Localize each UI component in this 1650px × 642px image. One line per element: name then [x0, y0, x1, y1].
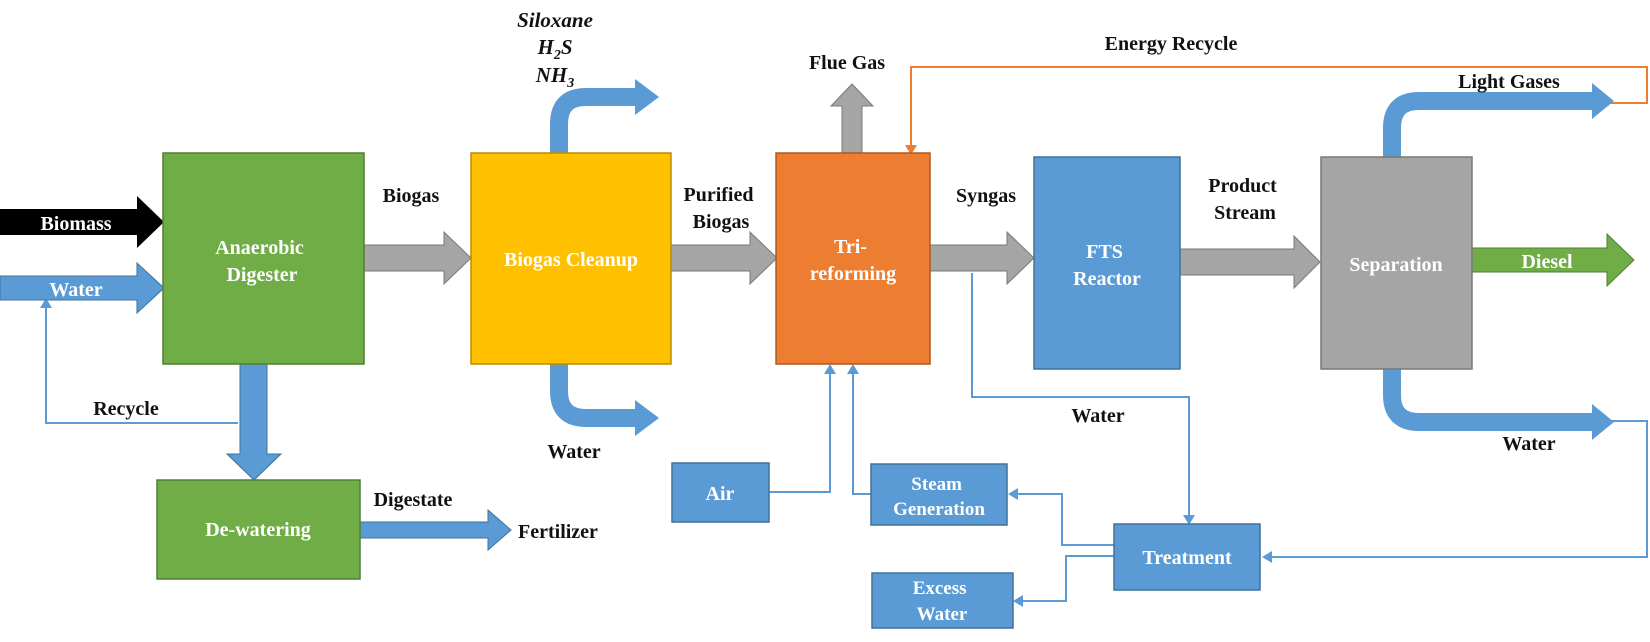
treatment-box — [1113, 523, 1261, 591]
steam-generation-label: Steam Generation — [893, 474, 985, 520]
excess-water-box — [871, 572, 1014, 629]
air-arrowhead — [824, 364, 836, 374]
treatment-label: Treatment — [1142, 547, 1232, 569]
syngas-water-arrowhead — [1183, 515, 1195, 525]
air-box — [671, 462, 770, 523]
energy-recycle-line — [910, 66, 1648, 147]
product-stream-arrow — [1179, 234, 1321, 290]
biomass-arrow — [0, 196, 164, 248]
fertilizer-arrow — [358, 508, 512, 552]
cleanup-water-arrowhead — [635, 400, 659, 436]
recycle-line — [45, 304, 238, 424]
energy-recycle-label: Energy Recycle — [1105, 33, 1238, 55]
water-inlet-label: Water — [49, 279, 102, 301]
treatment-excess-line — [1021, 555, 1114, 602]
light-gases-arrowhead — [1592, 83, 1614, 119]
syngas-water-label: Water — [1071, 405, 1124, 427]
diesel-arrow — [1471, 232, 1635, 288]
dewatering-label: De-watering — [205, 519, 311, 541]
steam-arrowhead — [847, 364, 859, 374]
impurities-arrowhead — [635, 79, 659, 115]
fts-reactor-label: FTS Reactor — [1073, 241, 1141, 290]
biogas-arrow — [363, 230, 472, 286]
cleanup-water-pipe — [550, 362, 635, 427]
biomass-label: Biomass — [40, 213, 111, 235]
excess-water-label: Excess Water — [913, 578, 972, 625]
treatment-steam-line — [1016, 493, 1114, 546]
separation-water-arrowhead-big — [1592, 404, 1614, 440]
cleanup-water-label: Water — [547, 441, 600, 463]
diesel-label: Diesel — [1521, 251, 1573, 273]
steam-line — [852, 373, 871, 495]
dewatering-box — [156, 479, 361, 580]
recycle-arrowhead — [40, 298, 52, 308]
air-line — [769, 373, 831, 493]
steam-generation-box — [870, 463, 1008, 526]
fertilizer-label: Fertilizer — [518, 521, 598, 543]
water-inlet-arrow — [0, 261, 165, 315]
fts-reactor-box — [1033, 156, 1181, 370]
separation-water-arrowhead — [1262, 551, 1272, 563]
syngas-water-line — [971, 273, 1190, 517]
purified-biogas-arrow — [670, 230, 778, 286]
digestate-label: Digestate — [374, 489, 453, 511]
nh3-label: NH3 — [535, 63, 575, 91]
digestate-down-arrow — [225, 361, 283, 481]
biogas-cleanup-label: Biogas Cleanup — [504, 249, 638, 271]
separation-label: Separation — [1349, 254, 1442, 276]
energy-recycle-arrowhead — [905, 145, 917, 155]
tri-reforming-label: Tri- reforming — [810, 236, 896, 285]
separation-box — [1320, 156, 1473, 370]
purified-biogas-label: Purified Biogas — [684, 184, 759, 233]
separation-water-line — [1270, 420, 1648, 558]
tri-reforming-box — [775, 152, 931, 365]
biogas-cleanup-box — [470, 152, 672, 365]
flue-gas-arrow — [829, 83, 875, 155]
separation-water-pipe — [1383, 368, 1592, 431]
air-label: Air — [706, 483, 735, 505]
syngas-arrow — [929, 230, 1035, 286]
flue-gas-label: Flue Gas — [809, 52, 885, 74]
siloxane-label: Siloxane — [517, 8, 593, 32]
impurities-pipe — [550, 88, 635, 154]
product-stream-label: Product Stream — [1208, 175, 1282, 224]
anaerobic-digester-label: Anaerobic Digester — [215, 237, 309, 286]
recycle-label: Recycle — [93, 398, 159, 420]
biogas-stream-label: Biogas — [383, 185, 440, 207]
light-gases-pipe — [1383, 92, 1592, 158]
treatment-excess-arrowhead — [1013, 595, 1023, 607]
anaerobic-digester-box — [162, 152, 365, 365]
treatment-steam-arrowhead — [1008, 488, 1018, 500]
light-gases-label: Light Gases — [1458, 71, 1560, 93]
syngas-label: Syngas — [956, 185, 1016, 207]
separation-water-label: Water — [1502, 433, 1555, 455]
h2s-label: H2S — [536, 35, 572, 63]
